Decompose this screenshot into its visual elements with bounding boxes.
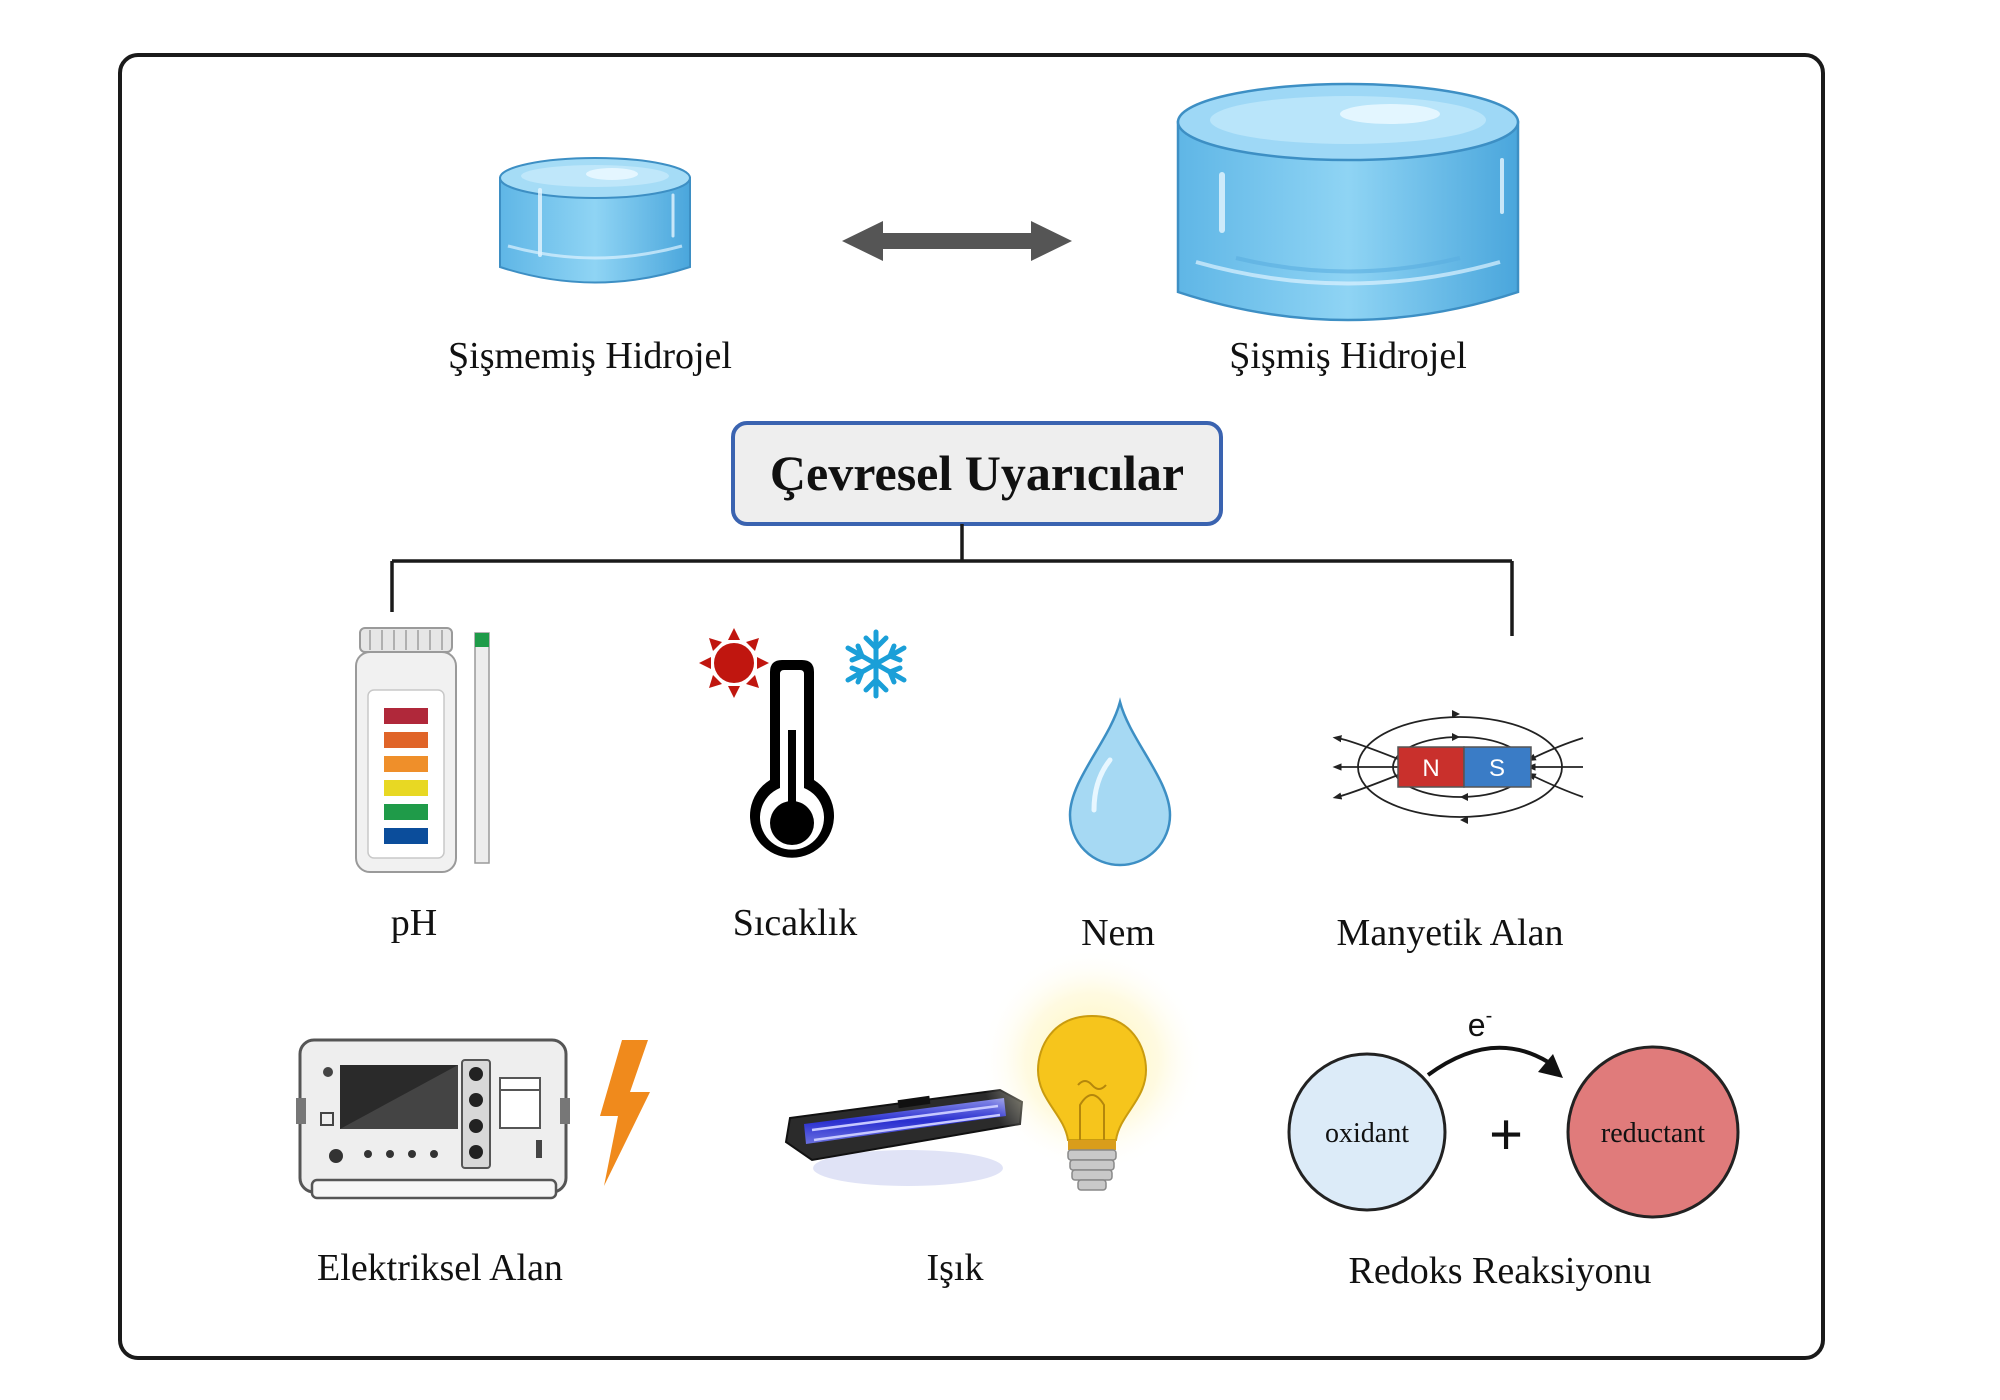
plus-sign: +: [1489, 1102, 1523, 1167]
reductant-label: reductant: [1601, 1118, 1705, 1149]
unswollen-hydrogel-label: Şişmemiş Hidrojel: [448, 335, 732, 377]
snowflake-icon: [845, 629, 907, 699]
temperature-label: Sıcaklık: [733, 902, 858, 944]
ph-test-strips-icon: [355, 627, 490, 873]
redox-diagram: oxidant reductant + e-: [1287, 1005, 1740, 1219]
thermometer-icon: [750, 660, 834, 858]
water-drop-icon: [1068, 697, 1172, 867]
oxidant-label: oxidant: [1325, 1118, 1409, 1149]
magnet-north-label: N: [1422, 755, 1439, 782]
swollen-hydrogel-label: Şişmiş Hidrojel: [1229, 335, 1467, 377]
electron-transfer-arrow: [1426, 1045, 1550, 1077]
reductant-circle: [1566, 1045, 1740, 1219]
power-supply-icon: [296, 1038, 570, 1200]
uv-lamp-icon: [784, 1088, 1024, 1186]
electron-label: e-: [1468, 1005, 1492, 1043]
electric-field-label: Elektriksel Alan: [317, 1247, 563, 1289]
temperature-icon: [699, 628, 907, 858]
unswollen-hydrogel-icon: [499, 157, 691, 284]
sun-icon: [699, 628, 769, 698]
magnet-south-pole: [1463, 746, 1532, 788]
magnetic-field-label: Manyetik Alan: [1337, 912, 1564, 954]
light-label: Işık: [927, 1247, 984, 1289]
humidity-label: Nem: [1081, 912, 1155, 954]
reversible-arrow-icon: [842, 221, 1072, 261]
redox-label: Redoks Reaksiyonu: [1349, 1250, 1652, 1292]
lightning-bolt-icon: [600, 1040, 650, 1186]
outer-frame: [118, 53, 1825, 1360]
magnet-icon: N S: [1332, 710, 1584, 824]
connector-lines: [390, 524, 1514, 636]
ph-label: pH: [391, 902, 437, 944]
light-bulb-icon: [980, 948, 1204, 1191]
magnet-south-label: S: [1489, 755, 1505, 782]
stimuli-title: Çevresel Uyarıcılar: [770, 445, 1184, 501]
swollen-hydrogel-icon: [1176, 82, 1520, 322]
stimuli-title-box: [731, 421, 1223, 526]
oxidant-circle: [1287, 1052, 1447, 1212]
